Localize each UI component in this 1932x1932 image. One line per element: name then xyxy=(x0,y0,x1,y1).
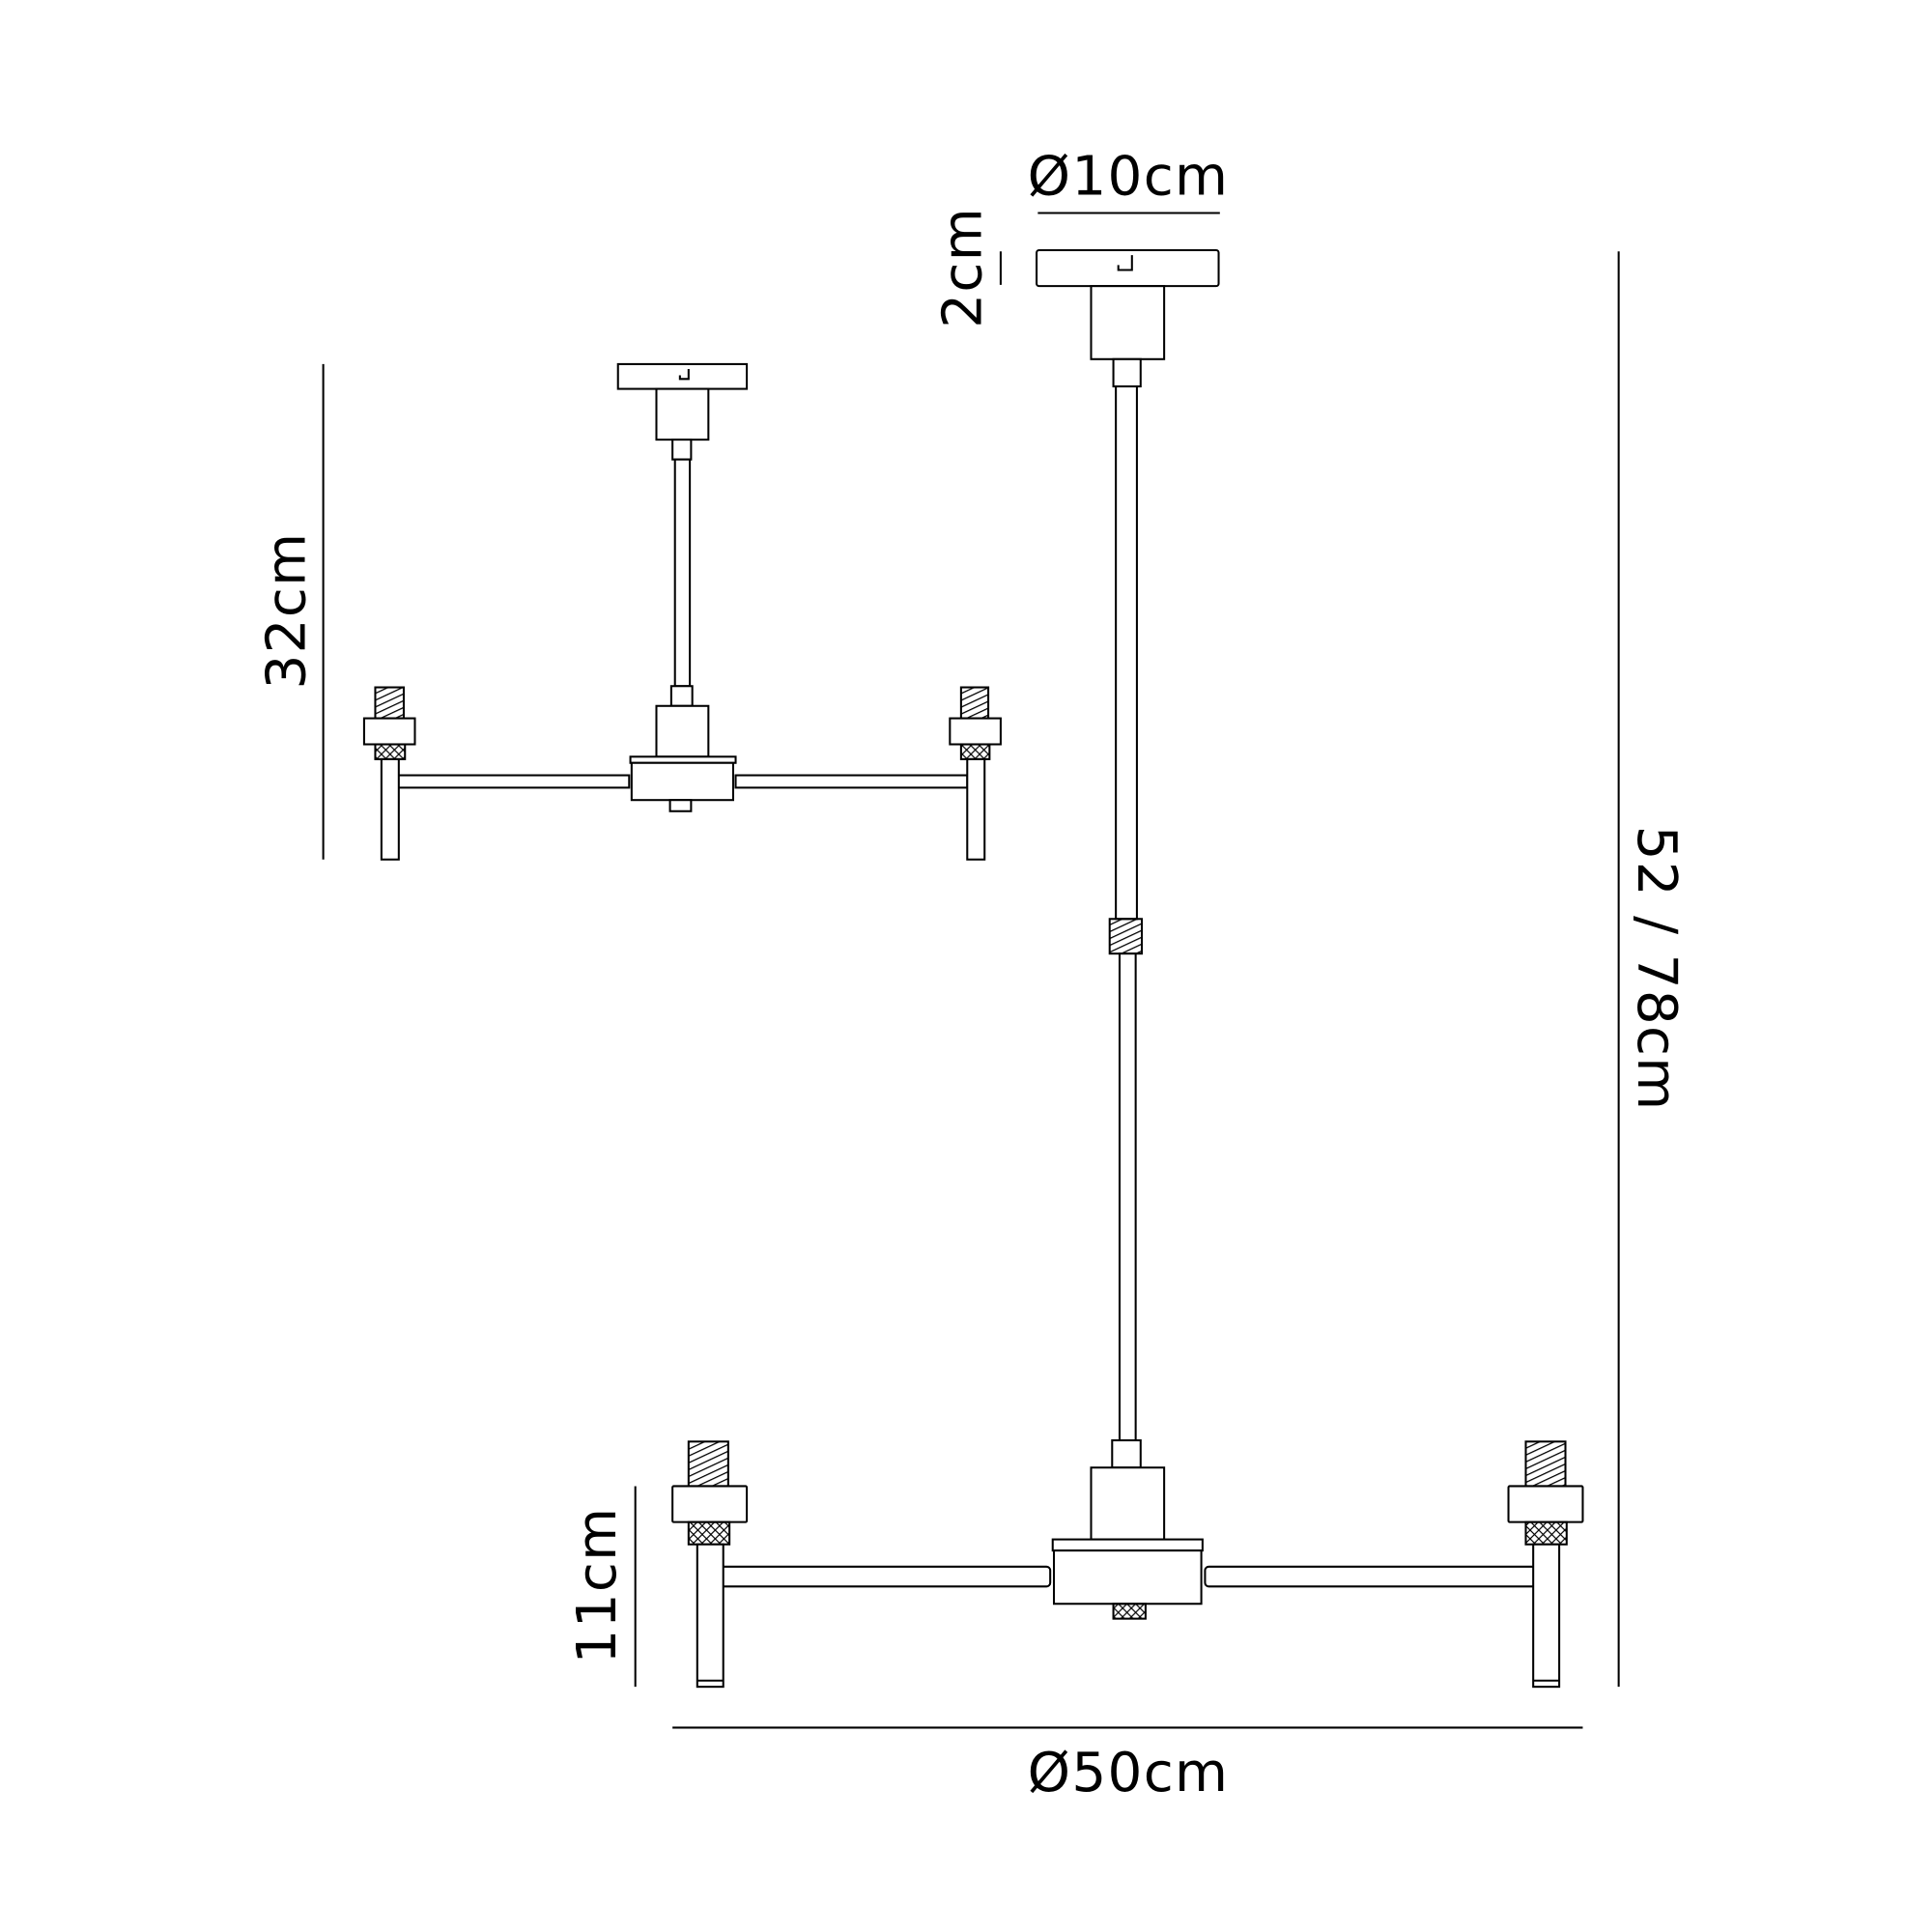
socket-left xyxy=(671,1440,749,1689)
hub-cup xyxy=(655,704,710,758)
socket-height-label: 11cm xyxy=(566,1507,629,1664)
hub-plate xyxy=(1051,1538,1204,1552)
socket-right xyxy=(1507,1440,1584,1689)
hub-body xyxy=(630,761,735,802)
canopy-hook-icon xyxy=(1117,255,1133,271)
rod xyxy=(673,458,692,688)
total-height-label: 52 / 78cm xyxy=(1625,826,1688,1112)
canopy-hook-icon xyxy=(678,369,690,381)
overall-diameter-label: Ø50cm xyxy=(1028,1742,1230,1804)
canopy-cup xyxy=(655,387,710,441)
rod-coupler xyxy=(1108,918,1144,955)
hub-cup xyxy=(1090,1466,1166,1541)
arm-left xyxy=(395,774,631,789)
short-height-label: 32cm xyxy=(255,532,318,690)
hub-knurl xyxy=(1112,1603,1147,1620)
rod-lower xyxy=(1118,952,1137,1442)
collar xyxy=(1111,1439,1142,1469)
collar xyxy=(671,439,693,461)
canopy-cup xyxy=(1090,285,1166,360)
hub-knurl xyxy=(668,799,693,812)
arm-left xyxy=(718,1565,1052,1588)
collar xyxy=(1112,357,1142,388)
arm-right xyxy=(734,774,969,789)
hub-body xyxy=(1053,1549,1203,1605)
short-lamp-view: 32cm xyxy=(255,362,1002,861)
canopy xyxy=(616,362,749,390)
canopy-height-label: 2cm xyxy=(931,207,994,328)
socket-left xyxy=(362,686,416,861)
full-lamp-view: Ø10cm 2cm 11cm xyxy=(566,145,1688,1804)
socket-right xyxy=(949,686,1002,861)
arm-right xyxy=(1204,1565,1537,1588)
rod-upper xyxy=(1115,384,1138,921)
canopy-diameter-label: Ø10cm xyxy=(1028,145,1230,208)
collar xyxy=(669,685,694,707)
canopy xyxy=(1036,248,1220,288)
